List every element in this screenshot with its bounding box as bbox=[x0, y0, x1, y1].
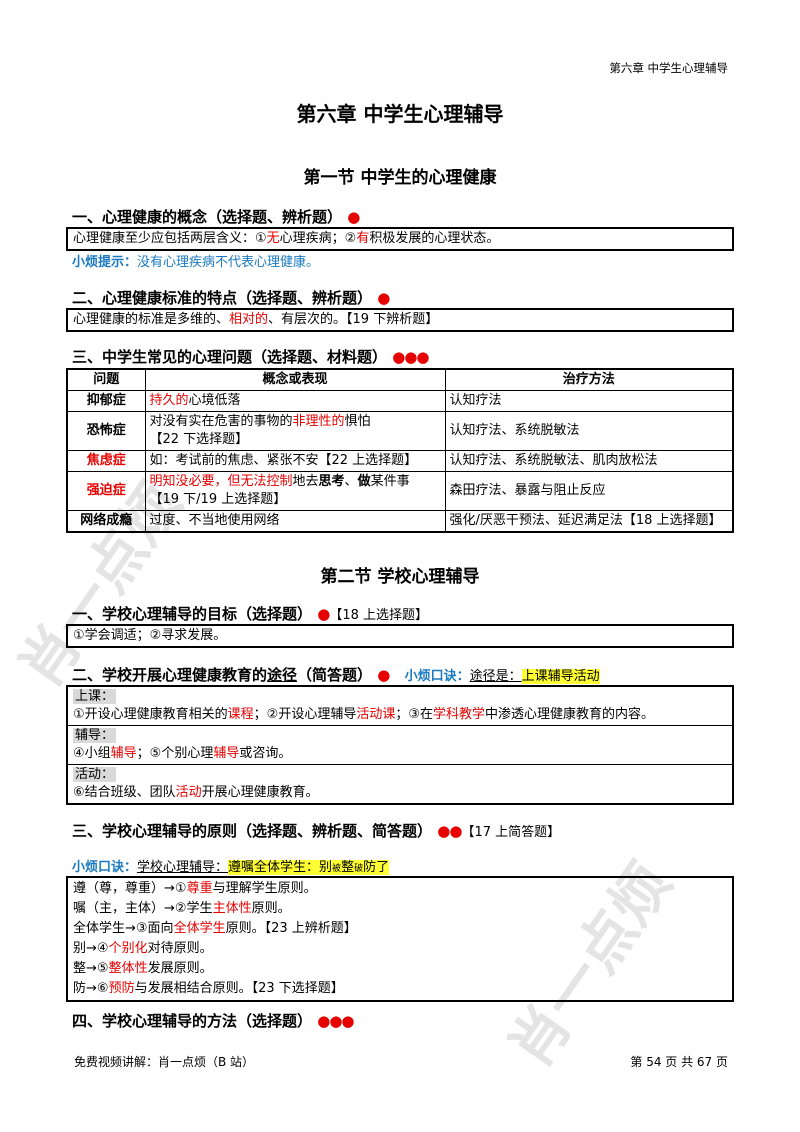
principle-item: 嘱（主，主体）→②学生主体性原则。 bbox=[73, 901, 291, 916]
heading-standards: 二、心理健康标准的特点（选择题、辨析题） ● bbox=[72, 289, 390, 307]
column-header: 问题 bbox=[66, 368, 146, 391]
pathway-class: 上课： ①开设心理健康教育相关的课程；②开设心理辅导活动课；③在学科教学中渗透心… bbox=[68, 687, 732, 726]
importance-dots: ● bbox=[347, 208, 360, 226]
treatment: 强化/厌恶干预法、延迟满足法【18 上选择题】 bbox=[444, 510, 734, 533]
table-row: 网络成瘾 过度、不当地使用网络 强化/厌恶干预法、延迟满足法【18 上选择题】 bbox=[66, 510, 734, 533]
table-row: 恐怖症 对没有实在危害的事物的非理性的惧怕【22 下选择题】 认知疗法、系统脱敏… bbox=[66, 411, 734, 451]
importance-dots: ● bbox=[317, 605, 330, 623]
footer-source: 免费视频讲解：肖一点烦（B 站） bbox=[74, 1055, 255, 1069]
principle-item: 防→⑥预防与发展相结合原则。【23 下选择题】 bbox=[73, 981, 344, 996]
problem-description: 如：考试前的焦虑、紧张不安【22 上选择题】 bbox=[144, 450, 446, 472]
principle-item: 遵（尊，尊重）→①尊重与理解学生原则。 bbox=[73, 881, 317, 896]
importance-dots: ●●● bbox=[317, 1012, 354, 1030]
importance-dots: ●● bbox=[437, 822, 462, 840]
principles-box: 遵（尊，尊重）→①尊重与理解学生原则。 嘱（主，主体）→②学生主体性原则。 全体… bbox=[66, 876, 734, 1002]
heading-concept: 一、心理健康的概念（选择题、辨析题） ● bbox=[72, 208, 360, 226]
treatment: 认知疗法、系统脱敏法、肌肉放松法 bbox=[444, 450, 734, 472]
treatment: 认知疗法 bbox=[444, 390, 734, 412]
problem-description: 明知没必要，但无法控制地去思考、做某件事【19 下/19 上选择题】 bbox=[144, 471, 446, 511]
treatment: 森田疗法、暴露与阻止反应 bbox=[444, 471, 734, 511]
pathways-box: 上课： ①开设心理健康教育相关的课程；②开设心理辅导活动课；③在学科教学中渗透心… bbox=[66, 685, 734, 805]
problem-name: 网络成瘾 bbox=[66, 510, 146, 533]
principle-item: 整→⑤整体性发展原则。 bbox=[73, 961, 213, 976]
problem-name: 抑郁症 bbox=[66, 390, 146, 412]
principle-item: 别→④个别化对待原则。 bbox=[73, 941, 213, 956]
column-header: 概念或表现 bbox=[144, 368, 446, 391]
running-header: 第六章 中学生心理辅导 bbox=[609, 61, 728, 75]
problem-description: 过度、不当地使用网络 bbox=[144, 510, 446, 533]
chapter-title: 第六章 中学生心理辅导 bbox=[296, 102, 504, 126]
problems-table: 问题 概念或表现 治疗方法 抑郁症 持久的心境低落 认知疗法 恐怖症 对没有实在… bbox=[66, 368, 734, 533]
problem-description: 对没有实在危害的事物的非理性的惧怕【22 下选择题】 bbox=[144, 411, 446, 451]
problem-description: 持久的心境低落 bbox=[144, 390, 446, 412]
principle-item: 全体学生→③面向全体学生原则。【23 上辨析题】 bbox=[73, 921, 357, 936]
importance-dots: ●●● bbox=[392, 348, 429, 366]
heading-methods: 四、学校心理辅导的方法（选择题） ●●● bbox=[72, 1012, 355, 1030]
treatment: 认知疗法、系统脱敏法 bbox=[444, 411, 734, 451]
problem-name: 强迫症 bbox=[66, 471, 146, 511]
heading-goals: 一、学校心理辅导的目标（选择题） ●【18 上选择题】 bbox=[72, 605, 429, 623]
heading-principles: 三、学校心理辅导的原则（选择题、辨析题、简答题） ●●【17 上简答题】 bbox=[72, 822, 561, 840]
concept-box: 心理健康至少应包括两层含义：①无心理疾病；②有积极发展的心理状态。 bbox=[66, 227, 734, 251]
table-row: 抑郁症 持久的心境低落 认知疗法 bbox=[66, 390, 734, 412]
section-title-2: 第二节 学校心理辅导 bbox=[320, 567, 480, 587]
pathway-activity: 活动： ⑥结合班级、团队活动开展心理健康教育。 bbox=[73, 767, 319, 800]
table-header-row: 问题 概念或表现 治疗方法 bbox=[66, 368, 734, 391]
page-number: 第 54 页 共 67 页 bbox=[630, 1055, 728, 1069]
pathway-counseling: 辅导： ④小组辅导；⑤个别心理辅导或咨询。 bbox=[68, 726, 732, 765]
tip-concept: 小烦提示：没有心理疾病不代表心理健康。 bbox=[72, 255, 320, 270]
heading-problems: 三、中学生常见的心理问题（选择题、材料题） ●●● bbox=[72, 348, 430, 366]
problem-name: 焦虑症 bbox=[66, 450, 146, 472]
table-row: 焦虑症 如：考试前的焦虑、紧张不安【22 上选择题】 认知疗法、系统脱敏法、肌肉… bbox=[66, 450, 734, 472]
importance-dots: ● bbox=[377, 666, 390, 684]
standards-box: 心理健康的标准是多维的、相对的、有层次的。【19 下辨析题】 bbox=[66, 308, 734, 332]
table-row: 强迫症 明知没必要，但无法控制地去思考、做某件事【19 下/19 上选择题】 森… bbox=[66, 471, 734, 511]
section-title-1: 第一节 中学生的心理健康 bbox=[303, 168, 497, 188]
importance-dots: ● bbox=[377, 289, 390, 307]
column-header: 治疗方法 bbox=[444, 368, 734, 391]
problem-name: 恐怖症 bbox=[66, 411, 146, 451]
principles-mnemonic: 小烦口诀：学校心理辅导：遵嘱全体学生：别被整破防了 bbox=[72, 860, 390, 875]
heading-pathways: 二、学校开展心理健康教育的途径（简答题） ● 小烦口诀：途径是：上课辅导活动 bbox=[72, 666, 600, 684]
goals-box: ①学会调适；②寻求发展。 bbox=[66, 624, 734, 648]
